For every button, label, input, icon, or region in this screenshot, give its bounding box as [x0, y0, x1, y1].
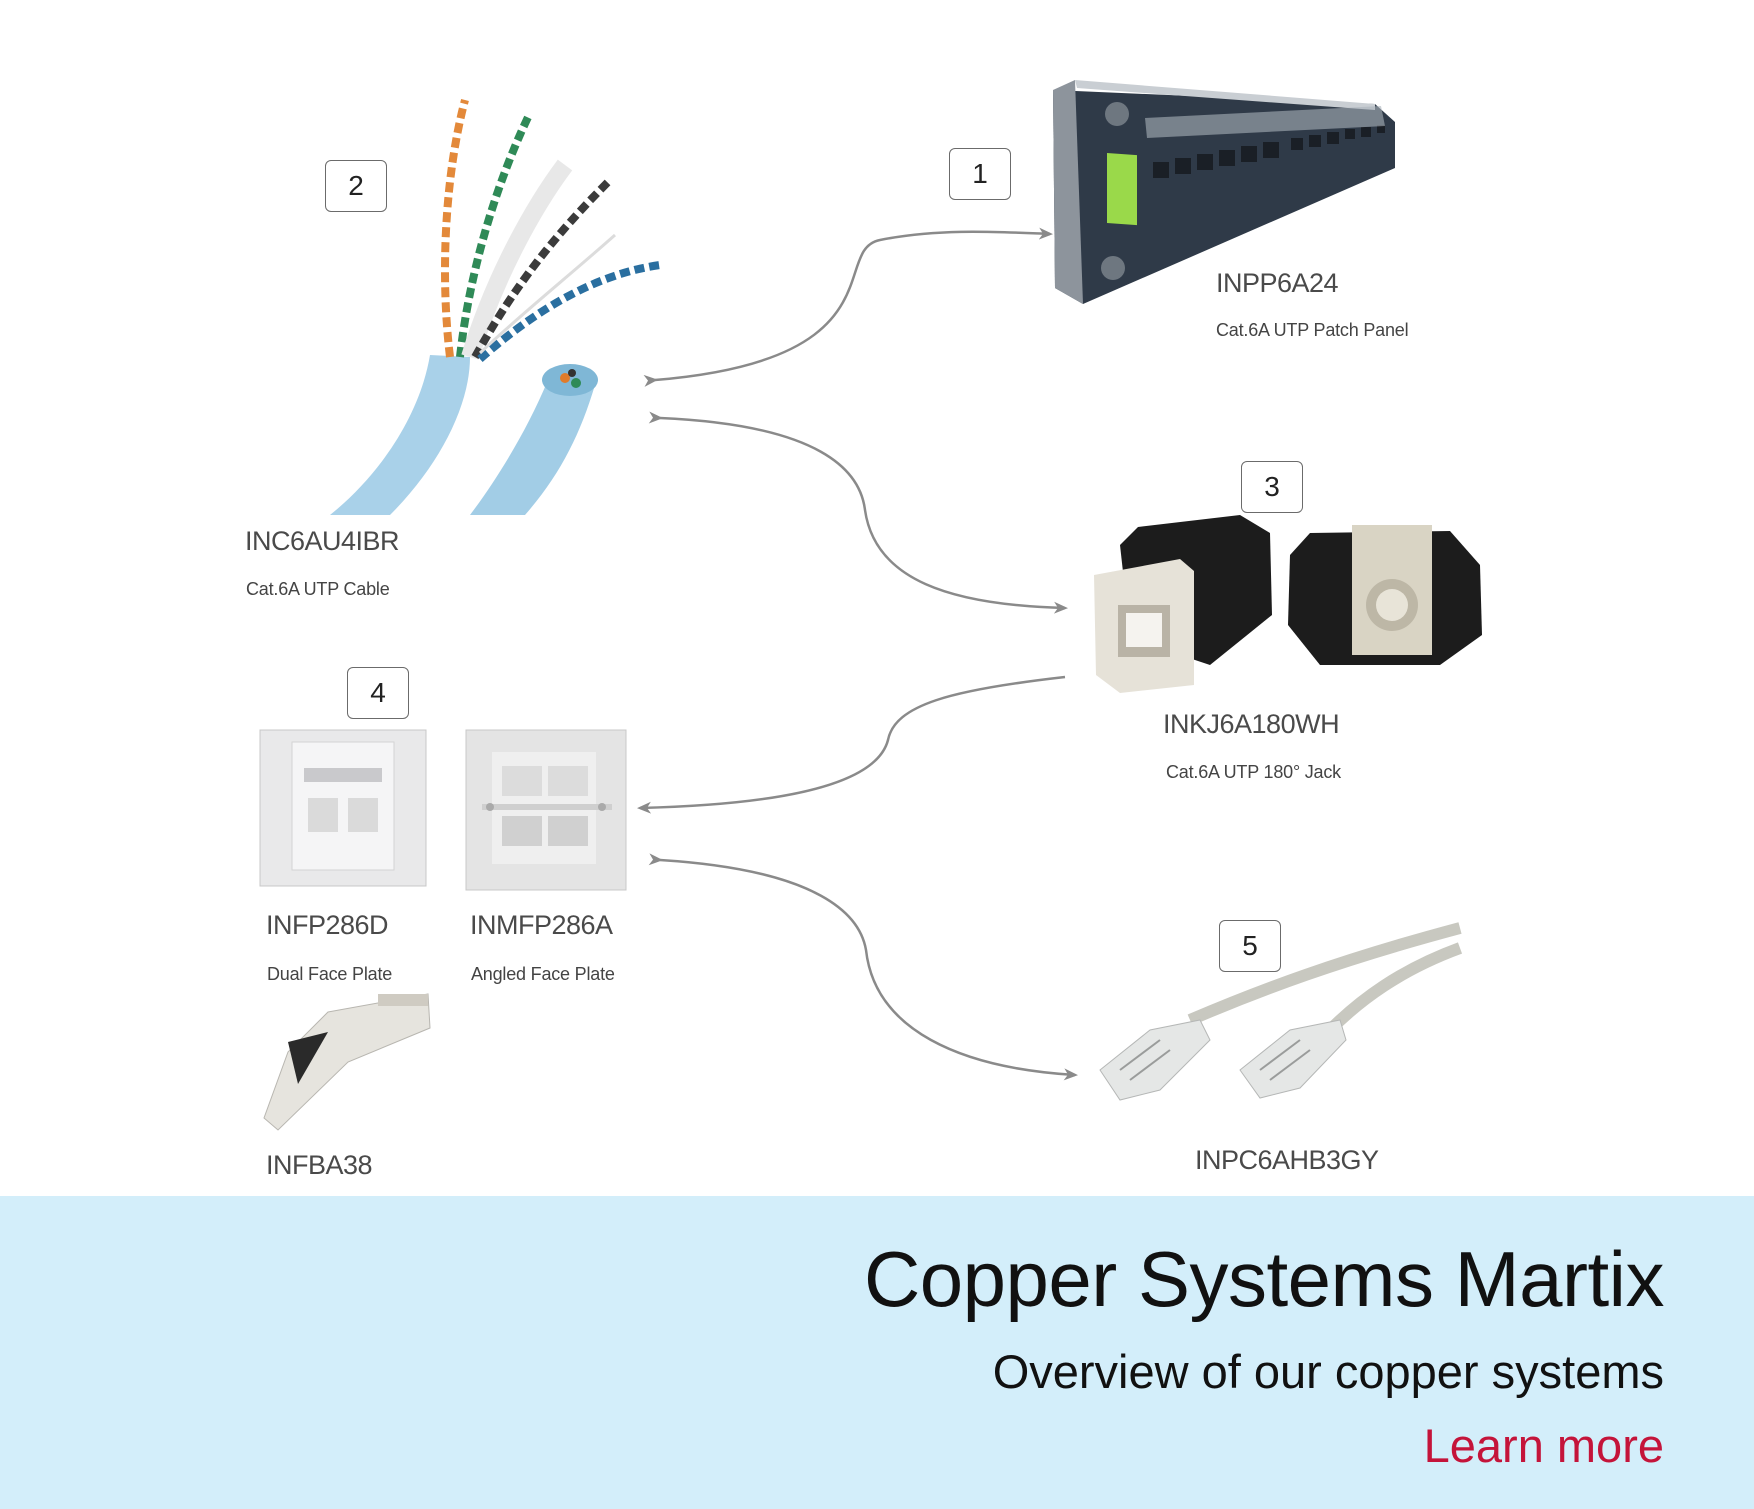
learn-more-link[interactable]: Learn more	[1423, 1419, 1664, 1472]
face-plate-icon	[259, 729, 427, 887]
arrow-cable-panel	[643, 227, 1053, 387]
dual-face-plate-desc: Dual Face Plate	[267, 964, 393, 984]
cable-desc: Cat.6A UTP Cable	[246, 579, 390, 599]
angled-face-plate-icon	[465, 729, 627, 891]
cable-icon	[330, 98, 661, 515]
arrow-jack-faceplate	[637, 675, 1066, 814]
angled-face-plate-desc: Angled Face Plate	[471, 964, 615, 984]
connector-arrows	[637, 227, 1078, 1081]
blank-insert-icon	[263, 993, 431, 1131]
patch-cord-code: INPC6AHB3GY	[1195, 1145, 1379, 1175]
arrow-cable-jack	[648, 411, 1068, 614]
jack-desc: Cat.6A UTP 180° Jack	[1166, 762, 1341, 782]
patch-panel-icon	[1053, 80, 1395, 304]
patch-panel-desc: Cat.6A UTP Patch Panel	[1216, 320, 1409, 340]
footer-subtitle: Overview of our copper systems	[992, 1345, 1664, 1398]
system-diagram: 1 2 3 4 5 INPP6A24 Cat.6A UTP Patch Pane…	[245, 80, 1482, 1180]
cable-code: INC6AU4IBR	[245, 526, 400, 556]
badge-2: 2	[325, 160, 387, 212]
angled-face-plate-code: INMFP286A	[470, 910, 613, 940]
keystone-jack-icon	[1094, 515, 1482, 693]
arrow-faceplate-cord	[648, 853, 1078, 1081]
badge-3: 3	[1241, 461, 1303, 513]
jack-code: INKJ6A180WH	[1163, 709, 1340, 739]
badge-1: 1	[949, 148, 1011, 200]
blank-insert-code: INFBA38	[266, 1150, 373, 1180]
patch-cord-icon	[1099, 922, 1462, 1101]
footer-title: Copper Systems Martix	[863, 1235, 1665, 1323]
dual-face-plate-code: INFP286D	[266, 910, 389, 940]
badge-4: 4	[347, 667, 409, 719]
footer-banner: Copper Systems Martix Overview of our co…	[0, 1196, 1754, 1509]
patch-panel-code: INPP6A24	[1216, 268, 1339, 298]
badge-5: 5	[1219, 920, 1281, 972]
